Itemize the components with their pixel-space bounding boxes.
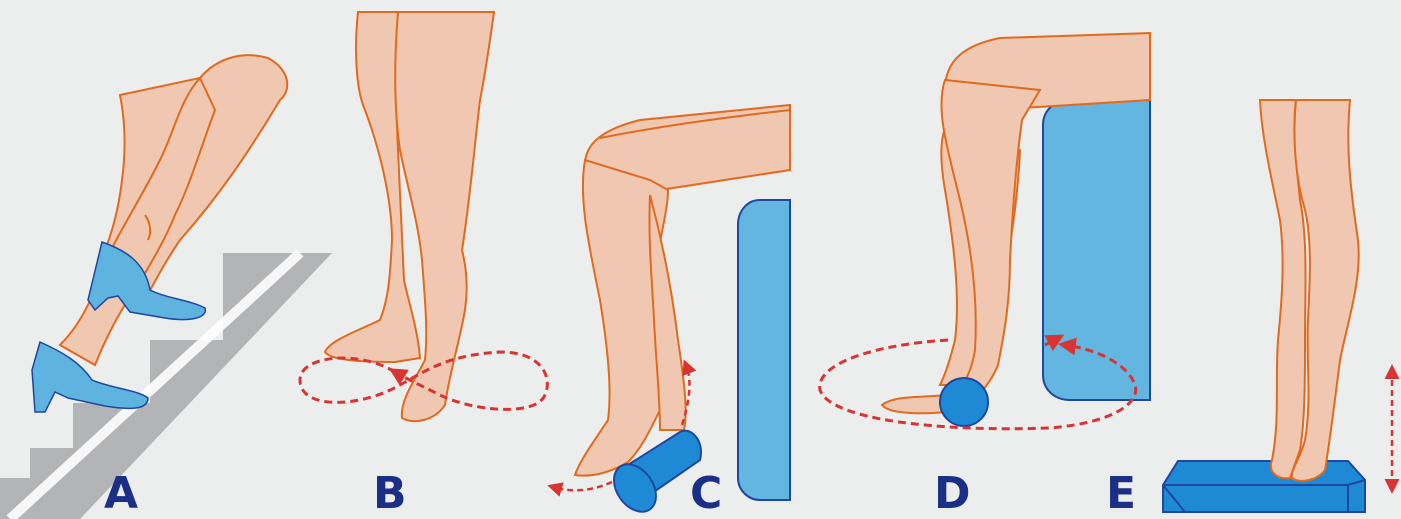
panel-b-figure-eight — [300, 12, 547, 421]
chair-c — [738, 200, 790, 500]
panel-label-a: A — [104, 472, 138, 516]
panel-a-stairs — [0, 55, 332, 519]
panel-c-roller — [553, 105, 790, 519]
panel-label-c: C — [690, 472, 722, 516]
panel-label-b: B — [373, 472, 407, 516]
roller-arrow-down — [553, 482, 612, 490]
panel-e-tiptoe — [1163, 100, 1392, 512]
panel-label-d: D — [934, 472, 971, 516]
step-block — [1163, 461, 1365, 512]
chair-d — [1043, 100, 1150, 400]
panel-d-ball — [820, 33, 1150, 429]
ball — [940, 378, 988, 426]
panel-label-e: E — [1106, 472, 1136, 516]
